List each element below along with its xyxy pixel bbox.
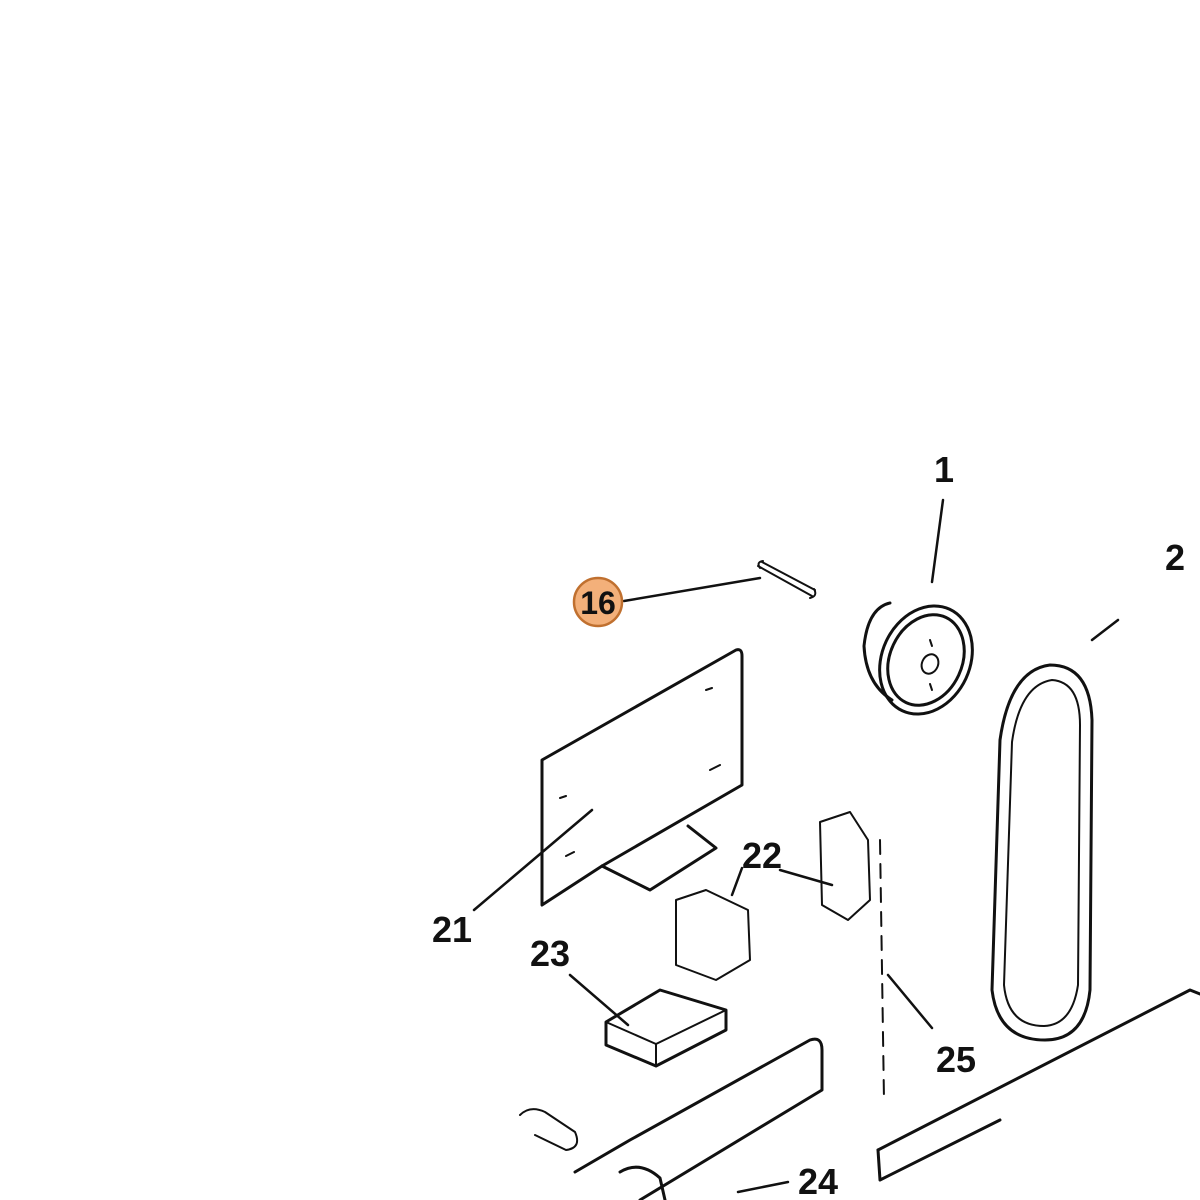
base-frame <box>519 988 1200 1200</box>
leader-21 <box>472 808 594 912</box>
highlight-label: 16 <box>580 585 616 621</box>
leader-lines <box>472 498 1120 1194</box>
leader-24 <box>736 1180 790 1194</box>
part-23-block <box>604 988 728 1068</box>
part-2-belt <box>990 663 1094 1042</box>
callout-24: 24 <box>798 1161 838 1200</box>
highlight-circle <box>572 576 624 628</box>
leader-25 <box>886 973 934 1030</box>
callout-1: 1 <box>934 449 954 490</box>
leader-22 <box>730 866 834 897</box>
callout-21: 21 <box>432 909 472 950</box>
leader-23 <box>568 973 630 1027</box>
callout-23: 23 <box>530 933 570 974</box>
highlighted-callout-16[interactable]: 16 <box>572 576 624 628</box>
part-21-plate <box>540 648 744 907</box>
callout-2: 2 <box>1165 537 1185 578</box>
part-22-bracket <box>675 811 885 1101</box>
callout-25: 25 <box>936 1039 976 1080</box>
part-16-pin <box>757 560 817 599</box>
leader-16 <box>622 576 762 603</box>
callout-22: 22 <box>742 835 782 876</box>
part-1-pulley <box>862 601 974 716</box>
leader-2 <box>1090 618 1120 642</box>
leader-1 <box>930 498 945 584</box>
